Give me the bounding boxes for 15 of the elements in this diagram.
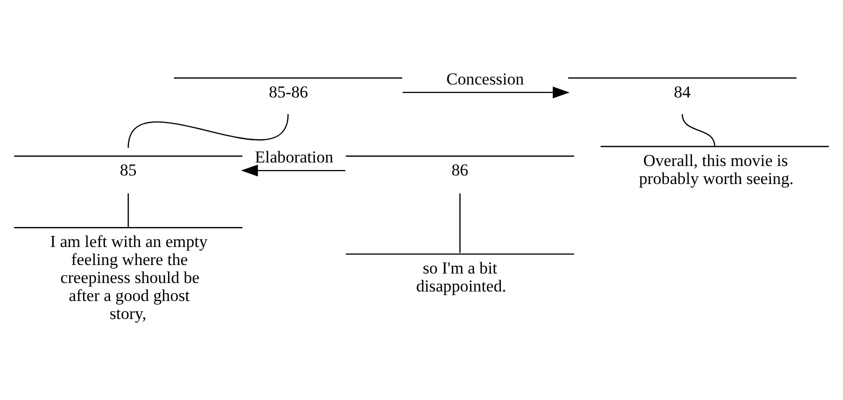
node-text: 86	[452, 160, 468, 180]
connector	[128, 114, 289, 148]
node-text: 85-86	[268, 82, 308, 102]
node-text: so I'm a bit disappointed.	[416, 258, 506, 296]
arrow	[402, 86, 570, 98]
edge-label: Concession	[446, 69, 524, 88]
connector	[459, 193, 461, 253]
connector	[128, 193, 129, 228]
connector	[682, 114, 716, 147]
arrow	[241, 164, 346, 176]
node-text: 85	[120, 160, 137, 180]
node-text: I am left with an empty feeling where the creepiness should be after a good ghost story,	[50, 232, 208, 324]
node-text: Overall, this movie is probably worth seeing.	[639, 150, 794, 188]
node-text: 84	[674, 82, 691, 102]
edge-label: Elaboration	[254, 147, 334, 166]
